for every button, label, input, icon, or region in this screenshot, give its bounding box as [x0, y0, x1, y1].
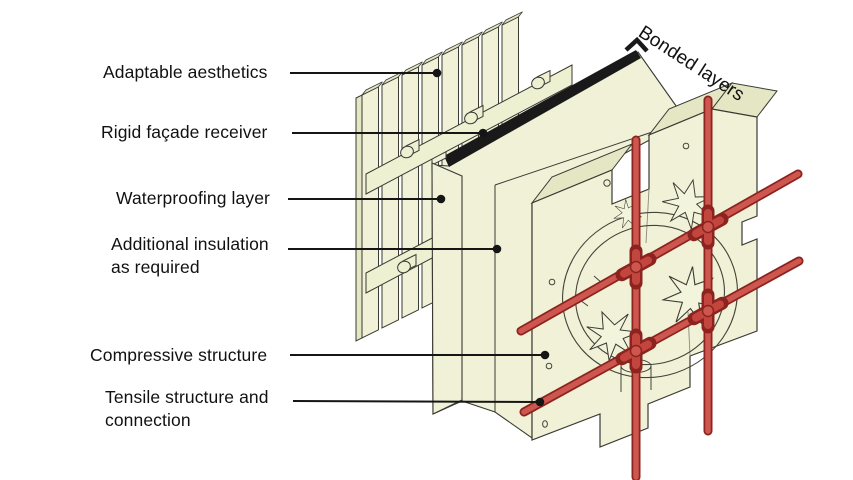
waterproofing-panel-face	[431, 162, 463, 415]
tensile-rod-diagonal-1	[516, 169, 803, 336]
receiver-rail-upper	[365, 64, 573, 195]
leader-dot	[535, 397, 545, 407]
label-rigid-facade-receiver: Rigid façade receiver	[101, 122, 268, 142]
label-adaptable-aesthetics: Adaptable aesthetics	[103, 62, 268, 82]
leader-lines	[288, 68, 550, 407]
insulation-top-edge	[494, 123, 677, 186]
fixing-holes	[542, 142, 690, 428]
leader-line-tensile-structure	[292, 400, 541, 403]
slat-caps	[361, 11, 523, 96]
fixing-peg	[397, 253, 417, 274]
leader-dot	[540, 350, 550, 360]
label-waterproofing-layer: Waterproofing layer	[116, 188, 270, 208]
slat	[361, 85, 379, 339]
tensile-rod-diagonal-2	[519, 256, 804, 417]
slat	[401, 65, 419, 319]
block-top-face	[530, 81, 778, 205]
rod-connector	[687, 204, 729, 250]
slat	[381, 75, 399, 329]
leader-dot	[432, 68, 442, 78]
leader-dot	[436, 194, 446, 204]
rod-connector	[615, 244, 657, 290]
fixing-peg	[531, 69, 551, 90]
rod-connector	[687, 288, 729, 334]
fixing-peg	[400, 138, 420, 159]
leader-dot	[492, 244, 502, 254]
fixing-peg	[464, 104, 484, 125]
rod-connector	[615, 328, 657, 374]
panel-side-face	[355, 94, 363, 342]
waterproofing-membrane-edge	[444, 50, 641, 167]
block-front-face	[531, 108, 758, 448]
leader-dot	[478, 128, 488, 138]
label-tensile-structure: Tensile structure and connection	[105, 387, 269, 430]
label-additional-insulation: Additional insulation as required	[111, 234, 269, 277]
facade-receiver-rails	[365, 64, 573, 294]
label-compressive-structure: Compressive structure	[90, 345, 268, 365]
tensile-rod-system	[516, 95, 804, 480]
block-seam	[645, 188, 650, 244]
membrane-hook	[624, 36, 649, 53]
compressive-block	[530, 81, 778, 448]
